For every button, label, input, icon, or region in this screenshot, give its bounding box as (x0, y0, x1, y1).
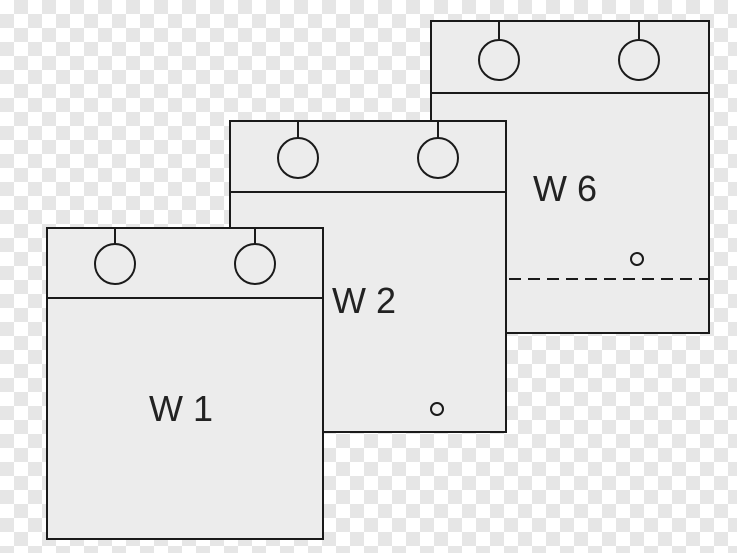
card-w1-body (46, 227, 324, 540)
card-w6-small-hole-icon (630, 252, 644, 266)
card-w1-label: W 1 (149, 388, 213, 429)
card-w1: W 1 (46, 227, 324, 540)
card-w1-ring-left-icon (94, 243, 136, 285)
card-w6-label: W 6 (533, 168, 597, 209)
card-w6-ring-right-icon (618, 39, 660, 81)
card-w1-ring-right-icon (234, 243, 276, 285)
card-w6-ring-left-icon (478, 39, 520, 81)
card-w2-ring-left-icon (277, 137, 319, 179)
card-w2-small-hole-icon (430, 402, 444, 416)
card-w2-label: W 2 (332, 280, 396, 321)
card-w2-ring-right-icon (417, 137, 459, 179)
